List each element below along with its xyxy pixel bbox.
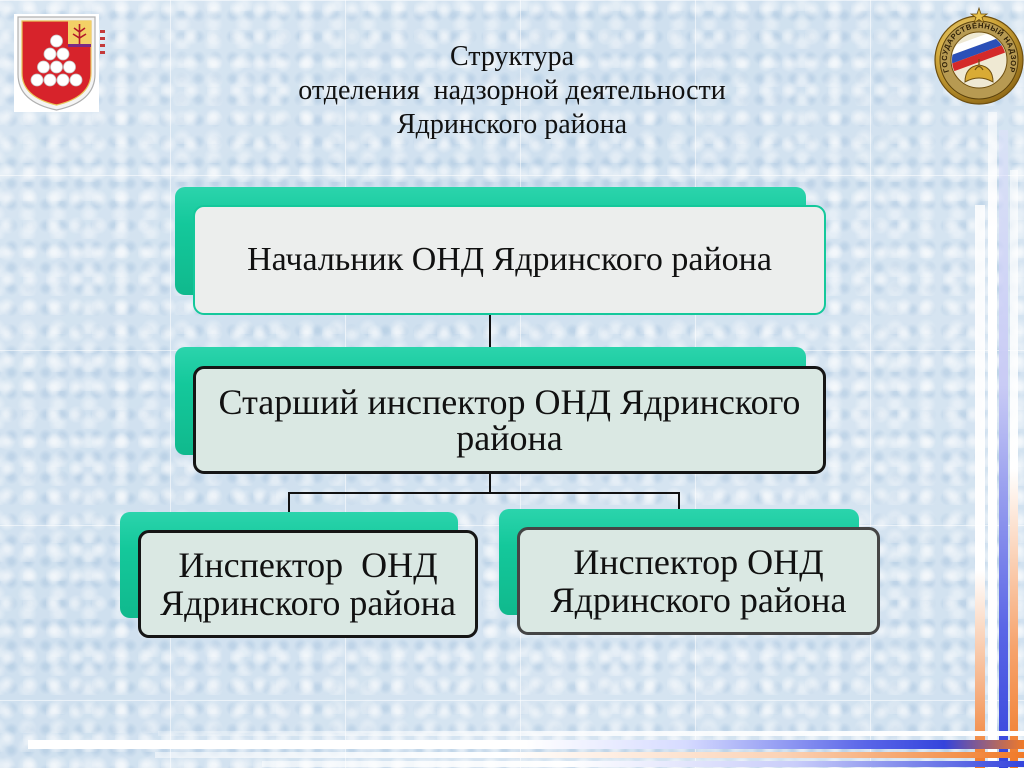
- node-head-box: Начальник ОНД Ядринского района: [193, 205, 826, 315]
- pyramid-circle: [37, 60, 50, 74]
- pyramid-circle: [50, 34, 63, 48]
- decorative-stripe-horizontal: [262, 761, 1024, 767]
- connector-head-to-senior: [489, 315, 491, 348]
- pyramid-circles: [30, 34, 83, 87]
- connector-to-inspector-1: [288, 492, 290, 512]
- node-senior-box: Старший инспектор ОНД Ядринского района: [193, 366, 826, 474]
- flag-stripe-blue: [952, 33, 1006, 69]
- ornament-mark: [100, 37, 105, 40]
- pyramid-circle: [69, 73, 83, 87]
- connector-senior-trunk: [489, 474, 491, 494]
- title-line: Ядринского района: [396, 109, 628, 140]
- decorative-stripe-vertical: [988, 112, 997, 768]
- flag-stripe-red: [952, 40, 1006, 76]
- title-line: Структура: [449, 41, 575, 72]
- star-icon: [969, 6, 989, 25]
- helmet-crest: [974, 59, 984, 71]
- decorative-stripe-horizontal: [28, 740, 1024, 749]
- pyramid-circle: [30, 73, 44, 87]
- connector-to-inspector-2: [678, 492, 680, 510]
- node-inspector-label: Инспектор ОНД Ядринского района: [160, 545, 456, 623]
- pyramid-circle: [50, 60, 63, 74]
- flag-canton: [68, 21, 91, 47]
- decorative-stripe-horizontal: [155, 752, 1024, 758]
- state-supervision-emblem-icon: ГОСУДАРСТВЕННЫЙ НАДЗОР: [934, 6, 1024, 105]
- slide-title: Структура отделения надзорной деятельнос…: [212, 40, 812, 142]
- ornament-mark: [100, 51, 105, 54]
- decorative-stripe-vertical: [1010, 170, 1018, 768]
- ornament-mark: [100, 44, 105, 47]
- coat-of-arms-icon: [14, 14, 105, 112]
- pyramid-circle: [56, 47, 70, 61]
- pyramid-circle: [43, 73, 57, 87]
- node-inspector-box: Инспектор ОНД Ядринского района: [138, 530, 478, 638]
- pyramid-circle: [43, 47, 57, 61]
- fire-helmet-icon: [964, 64, 994, 83]
- node-senior-label: Старший инспектор ОНД Ядринского района: [218, 382, 810, 458]
- canton-band: [68, 44, 91, 47]
- node-inspector-label: Инспектор ОНД Ядринского района: [550, 542, 847, 620]
- decorative-stripe-vertical: [975, 205, 985, 768]
- decorative-stripe-vertical: [999, 130, 1008, 768]
- decorative-stripe-horizontal: [158, 731, 1024, 736]
- pyramid-circle: [63, 60, 76, 74]
- side-ornament: [100, 30, 105, 54]
- title-line: отделения надзорной деятельности: [298, 75, 726, 106]
- node-inspector-box: Инспектор ОНД Ядринского района: [517, 527, 880, 635]
- pyramid-circle: [56, 73, 70, 87]
- ornament-mark: [100, 30, 105, 33]
- connector-branch-bar: [288, 492, 680, 494]
- node-head-label: Начальник ОНД Ядринского района: [247, 241, 772, 278]
- canton-ornament: [72, 24, 87, 44]
